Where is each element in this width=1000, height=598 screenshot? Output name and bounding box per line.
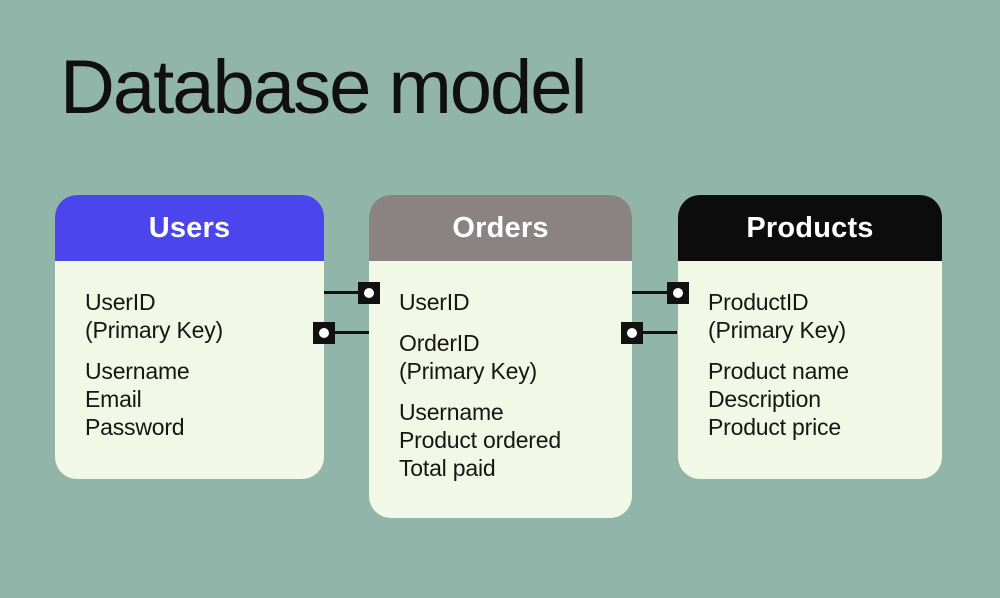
- field-name: ProductID: [708, 289, 809, 315]
- field-annotation: (Primary Key): [85, 317, 223, 343]
- field-group: ProductID (Primary Key): [708, 288, 918, 344]
- connector-node-icon: [358, 282, 380, 304]
- field-name: OrderID: [399, 330, 480, 356]
- field-name: Product name: [708, 358, 849, 384]
- connector-dot-icon: [627, 328, 637, 338]
- relationship-line-orders-products-bottom: [632, 331, 677, 334]
- field-group: UserID (Primary Key): [85, 288, 300, 344]
- relationship-line-orders-products-top: [632, 291, 677, 294]
- connector-dot-icon: [364, 288, 374, 298]
- field-name: Description: [708, 386, 821, 412]
- field-name: Username: [85, 358, 190, 384]
- field-name: Email: [85, 386, 142, 412]
- field-name: Username: [399, 399, 504, 425]
- connector-dot-icon: [673, 288, 683, 298]
- table-card-orders: Orders UserID OrderID (Primary Key) User…: [369, 195, 632, 518]
- field-annotation: (Primary Key): [399, 358, 537, 384]
- field-group: Product name Description Product price: [708, 357, 918, 441]
- field-group: OrderID (Primary Key): [399, 329, 608, 385]
- table-fields-users: UserID (Primary Key) Username Email Pass…: [55, 261, 324, 441]
- field-name: UserID: [85, 289, 156, 315]
- connector-node-icon: [621, 322, 643, 344]
- connector-dot-icon: [319, 328, 329, 338]
- field-name: UserID: [399, 289, 470, 315]
- field-group: Username Product ordered Total paid: [399, 398, 608, 482]
- table-title-users: Users: [148, 211, 231, 244]
- table-header-products: Products: [678, 195, 942, 261]
- connector-node-icon: [313, 322, 335, 344]
- table-header-orders: Orders: [369, 195, 632, 261]
- table-fields-orders: UserID OrderID (Primary Key) Username Pr…: [369, 261, 632, 482]
- table-card-users: Users UserID (Primary Key) Username Emai…: [55, 195, 324, 479]
- table-header-users: Users: [55, 195, 324, 261]
- field-name: Product price: [708, 414, 841, 440]
- connector-node-icon: [667, 282, 689, 304]
- field-name: Product ordered: [399, 427, 561, 453]
- table-title-orders: Orders: [452, 211, 549, 244]
- page-title: Database model: [60, 45, 587, 130]
- field-annotation: (Primary Key): [708, 317, 846, 343]
- relationship-line-users-orders-top: [324, 291, 369, 294]
- field-group: UserID: [399, 288, 608, 316]
- table-fields-products: ProductID (Primary Key) Product name Des…: [678, 261, 942, 441]
- table-card-products: Products ProductID (Primary Key) Product…: [678, 195, 942, 479]
- relationship-line-users-orders-bottom: [324, 331, 369, 334]
- field-group: Username Email Password: [85, 357, 300, 441]
- field-name: Total paid: [399, 455, 496, 481]
- table-title-products: Products: [746, 211, 874, 244]
- field-name: Password: [85, 414, 185, 440]
